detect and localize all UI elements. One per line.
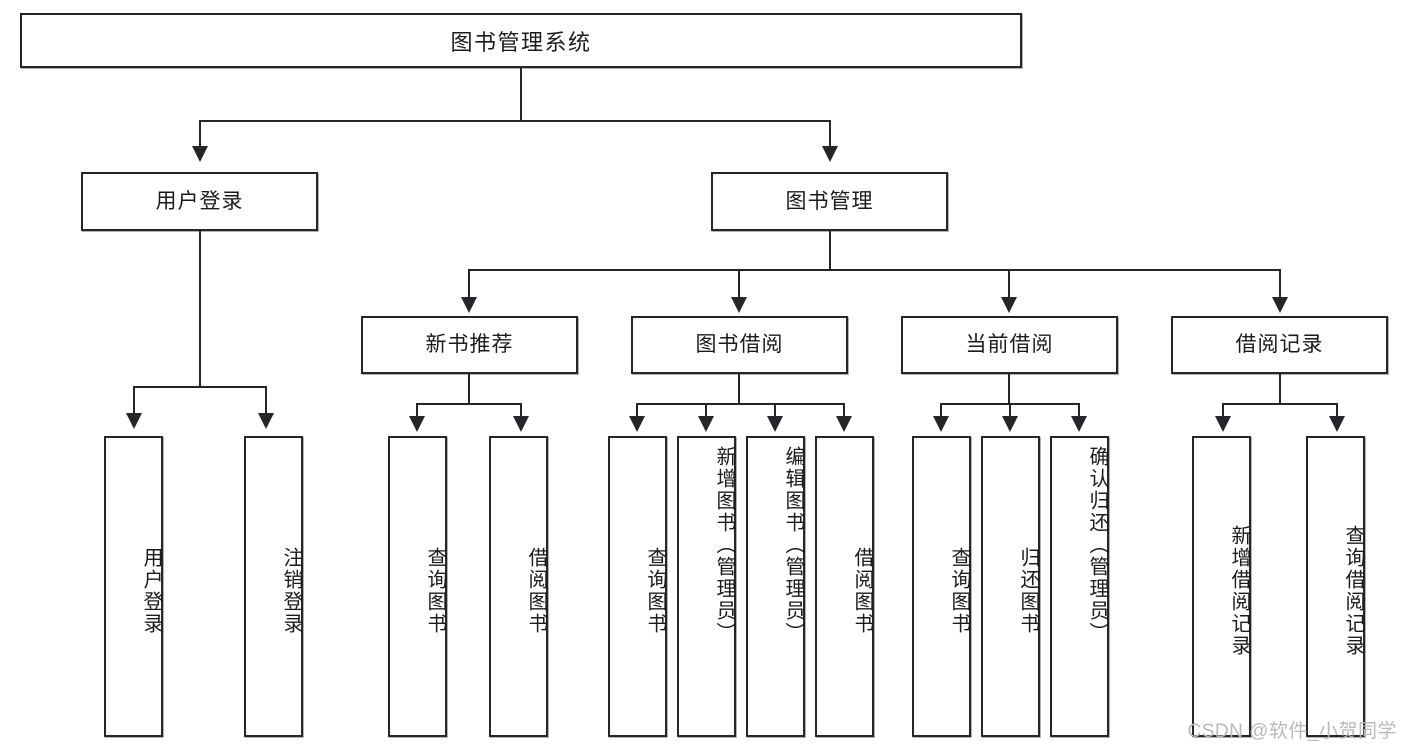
node-leaf-user-login-1[interactable]: 注销登录 [244,436,303,737]
arrow-book-borrow-to-leaf-3 [836,416,852,432]
arrow-root-to-book-mgmt [822,146,838,162]
node-borrow-record[interactable]: 借阅记录 [1171,316,1388,374]
edge-book-mgmt-bus [468,269,1281,271]
arrow-book-mgmt-to-l3-1 [731,297,747,313]
arrow-borrow-record-to-leaf-1 [1329,416,1345,432]
arrow-book-mgmt-to-l3-0 [461,297,477,313]
edge-current-borrow-stem [1008,374,1010,405]
edge-borrow-record-stem [1279,374,1281,405]
node-root-system[interactable]: 图书管理系统 [20,13,1022,68]
edge-book-borrow-to-leaf-2 [774,403,776,417]
node-leaf-new-book-0[interactable]: 查询图书 [388,436,447,737]
arrow-current-borrow-to-leaf-2 [1071,416,1087,432]
node-current-borrow[interactable]: 当前借阅 [901,316,1118,374]
edge-borrow-record-to-leaf-1 [1336,403,1338,417]
edge-new-book-bus [416,403,522,405]
node-new-book-recommend[interactable]: 新书推荐 [361,316,578,374]
arrow-user-login-to-leaf-0 [126,413,142,429]
arrow-borrow-record-to-leaf-0 [1215,416,1231,432]
node-label: 查询图书 [948,546,970,635]
node-leaf-new-book-1[interactable]: 借阅图书 [489,436,548,737]
node-leaf-current-borrow-0[interactable]: 查询图书 [912,436,971,737]
edge-current-borrow-to-leaf-1 [1009,403,1011,417]
node-book-borrow[interactable]: 图书借阅 [631,316,848,374]
node-label: 图书管理系统 [450,29,592,55]
node-label: 图书管理 [785,189,874,213]
edge-book-mgmt-to-l3-3 [1279,269,1281,298]
arrow-book-borrow-to-leaf-2 [767,416,783,432]
node-leaf-book-borrow-1[interactable]: 新增图书（管理员） [677,436,736,737]
arrow-current-borrow-to-leaf-0 [933,416,949,432]
node-label: 用户登录 [155,189,244,213]
edge-user-login-to-leaf-1 [265,386,267,414]
arrow-book-borrow-to-leaf-0 [629,416,645,432]
node-label: 确认归还（管理员） [1086,446,1108,644]
edge-new-book-stem [468,374,470,405]
edge-book-mgmt-to-l3-1 [738,269,740,298]
edge-book-mgmt-to-l3-0 [468,269,470,298]
node-label: 借阅图书 [525,546,547,635]
node-user-login[interactable]: 用户登录 [81,172,318,231]
edge-current-borrow-to-leaf-0 [940,403,942,417]
edge-user-login-bus [133,386,267,388]
arrow-root-to-user-login [192,146,208,162]
node-label: 新书推荐 [425,333,514,357]
node-leaf-book-borrow-3[interactable]: 借阅图书 [815,436,874,737]
node-label: 查询图书 [424,546,446,635]
node-label: 查询图书 [644,546,666,635]
node-leaf-borrow-record-0[interactable]: 新增借阅记录 [1192,436,1251,737]
edge-user-login-stem [199,231,201,388]
node-book-management[interactable]: 图书管理 [711,172,948,231]
edge-current-borrow-to-leaf-2 [1078,403,1080,417]
edge-new-book-to-leaf-1 [520,403,522,417]
node-label: 图书借阅 [695,333,784,357]
node-leaf-current-borrow-1[interactable]: 归还图书 [981,436,1040,737]
arrow-new-book-to-leaf-1 [513,416,529,432]
arrow-new-book-to-leaf-0 [409,416,425,432]
node-label: 注销登录 [280,546,302,635]
node-label: 查询借阅记录 [1342,524,1364,657]
arrow-user-login-to-leaf-1 [258,413,274,429]
arrow-current-borrow-to-leaf-1 [1002,416,1018,432]
node-leaf-user-login-0[interactable]: 用户登录 [104,436,163,737]
node-label: 用户登录 [140,546,162,635]
node-label: 编辑图书（管理员） [782,446,804,644]
edge-book-borrow-bus [636,403,845,405]
edge-book-mgmt-to-l3-2 [1008,269,1010,298]
node-leaf-book-borrow-2[interactable]: 编辑图书（管理员） [746,436,805,737]
node-leaf-current-borrow-2[interactable]: 确认归还（管理员） [1050,436,1109,737]
arrow-book-borrow-to-leaf-1 [698,416,714,432]
edge-book-borrow-to-leaf-1 [705,403,707,417]
node-leaf-book-borrow-0[interactable]: 查询图书 [608,436,667,737]
node-label: 新增借阅记录 [1228,524,1250,657]
edge-book-borrow-stem [738,374,740,405]
edge-book-mgmt-stem [829,231,831,271]
node-label: 归还图书 [1017,546,1039,635]
edge-book-borrow-to-leaf-3 [843,403,845,417]
node-label: 借阅图书 [851,546,873,635]
edge-borrow-record-bus [1222,403,1338,405]
edge-user-login-to-leaf-0 [133,386,135,414]
node-label: 新增图书（管理员） [713,446,735,644]
edge-root-to-user-login [199,120,201,147]
node-label: 当前借阅 [965,333,1054,357]
edge-borrow-record-to-leaf-0 [1222,403,1224,417]
edge-root-to-book-mgmt [829,120,831,147]
edge-root-bus [199,120,831,122]
node-leaf-borrow-record-1[interactable]: 查询借阅记录 [1306,436,1365,737]
edge-root-stem [520,68,522,120]
edge-book-borrow-to-leaf-0 [636,403,638,417]
node-label: 借阅记录 [1235,333,1324,357]
arrow-book-mgmt-to-l3-3 [1272,297,1288,313]
edge-new-book-to-leaf-0 [416,403,418,417]
arrow-book-mgmt-to-l3-2 [1001,297,1017,313]
